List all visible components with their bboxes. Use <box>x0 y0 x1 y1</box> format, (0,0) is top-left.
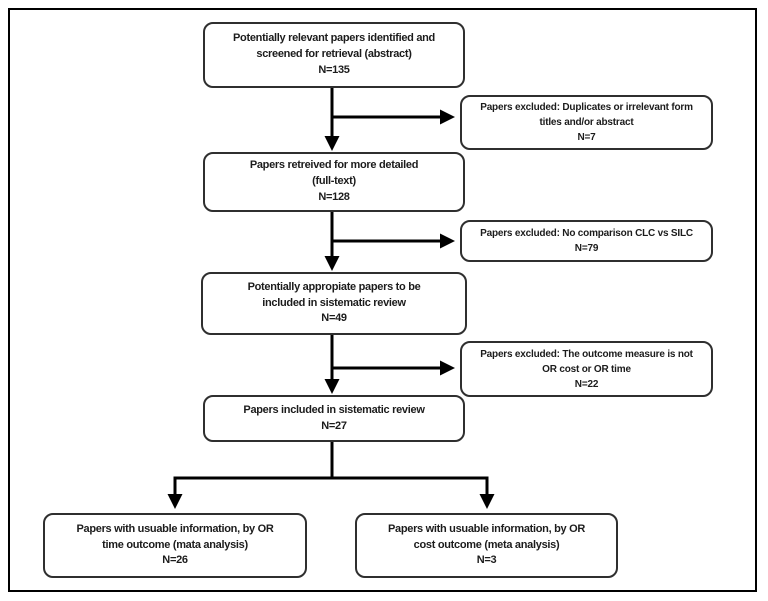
exclusion-box-no-comparison: Papers excluded: No comparison CLC vs SI… <box>460 220 713 262</box>
flow-box-identified-label: Potentially relevant papers identified a… <box>233 32 435 76</box>
exclusion-box-duplicates-label: Papers excluded: Duplicates or irrelevan… <box>480 102 693 143</box>
flow-box-included: Papers included in sistematic review N=2… <box>203 395 465 442</box>
flow-box-retrieved-label: Papers retreived for more detailed (full… <box>249 159 419 203</box>
flow-box-appropriate: Potentially appropiate papers to be incl… <box>201 272 467 335</box>
flow-box-or-time-outcome: Papers with usuable information, by OR t… <box>43 513 307 578</box>
flow-box-included-label: Papers included in sistematic review N=2… <box>243 403 425 432</box>
flow-box-identified: Potentially relevant papers identified a… <box>203 22 465 88</box>
flow-box-or-cost-outcome: Papers with usuable information, by OR c… <box>355 513 618 578</box>
exclusion-box-outcome-measure-label: Papers excluded: The outcome measure is … <box>480 348 693 390</box>
flow-box-or-cost-outcome-label: Papers with usuable information, by OR c… <box>387 522 586 567</box>
flow-box-or-time-outcome-label: Papers with usuable information, by OR t… <box>76 522 274 567</box>
exclusion-box-no-comparison-label: Papers excluded: No comparison CLC vs SI… <box>480 228 693 254</box>
flow-box-retrieved: Papers retreived for more detailed (full… <box>203 152 465 212</box>
exclusion-box-outcome-measure: Papers excluded: The outcome measure is … <box>460 341 713 397</box>
exclusion-box-duplicates: Papers excluded: Duplicates or irrelevan… <box>460 95 713 150</box>
flow-box-appropriate-label: Potentially appropiate papers to be incl… <box>247 280 421 325</box>
